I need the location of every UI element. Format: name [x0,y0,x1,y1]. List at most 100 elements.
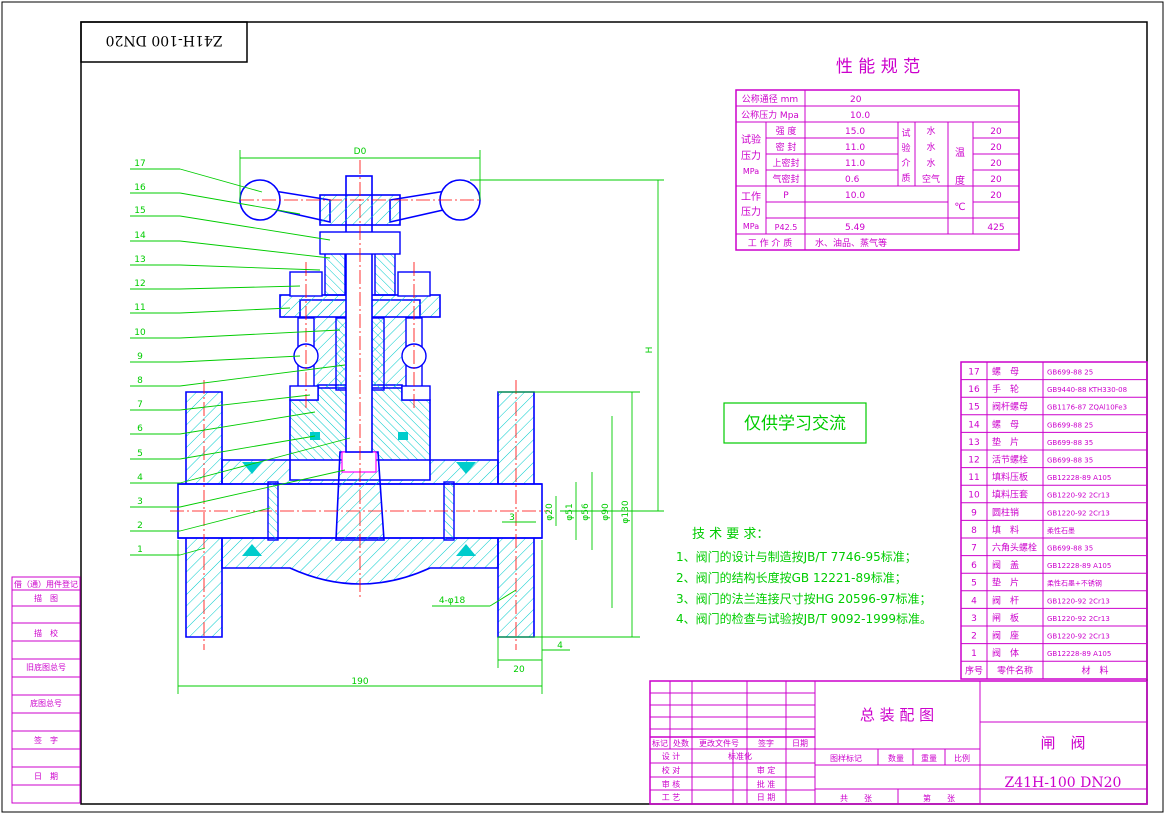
part-no: 6 [971,561,977,571]
leader-line [179,435,316,460]
drawing-title: 总 装 配 图 [860,706,934,724]
role-3-a: 工 艺 [662,793,681,802]
performance-table [735,89,1020,251]
part-name: 填料压板 [992,471,1028,483]
work-p-label: P [783,191,789,201]
part-name: 阀 杆 [992,594,1019,606]
rev-header-0: 标记 [652,738,668,748]
leader-line [179,168,263,193]
corner-model-text: Z41H-100 DN20 [106,32,223,48]
role-2-a: 审 核 [662,779,681,789]
leader-line [179,469,346,508]
tech-title: 技 术 要 求： [692,527,769,542]
part-no: 16 [968,385,980,395]
side-label-5: 签 字 [34,735,58,745]
test-row-1-value: 11.0 [845,143,865,153]
leader-number: 8 [137,376,143,386]
tech-item-0: 1、阀门的设计与制造按JB/T 7746-95标准； [676,549,917,564]
part-material: GB699-88 35 [1047,545,1093,553]
test-row-1-name: 密 封 [776,141,797,153]
dim-d51: φ51 [565,503,575,520]
test-row-1-temp: 20 [990,143,1002,153]
rev-header-1: 处数 [673,738,689,748]
test-row-2-value: 11.0 [845,159,865,169]
title-block [649,680,1148,805]
center-lines [170,160,550,650]
part-name: 手 轮 [992,383,1019,395]
dim-d20: φ20 [545,503,555,521]
tech-item-1: 2、阀门的结构长度按GB 12221-89标准； [676,570,907,585]
leader-number: 2 [137,521,143,531]
part-name: 填料压套 [992,489,1028,501]
parts-header-material: 材 料 [1081,665,1108,677]
dim-h: H [645,347,655,354]
nominal-pressure: 10.0 [850,111,870,121]
sheet-no: 第 张 [923,793,955,803]
side-label-2: 描 校 [34,628,58,638]
leader-line [179,285,301,290]
sheet-total: 共 张 [840,794,872,803]
part-name: 螺 母 [992,367,1019,378]
test-row-3-medium: 空气 [922,173,940,185]
test-pressure-label-0: 试验 [741,133,761,146]
part-no: 3 [971,614,977,624]
test-row-3-name: 气密封 [772,173,799,185]
rev-header-4: 日期 [792,739,808,748]
test-row-0-value: 15.0 [845,127,865,137]
leader-line [179,192,301,215]
test-row-1-medium: 水 [926,141,935,153]
leader-line [179,411,316,435]
leader-number: 6 [137,424,143,434]
tech-requirements: 技 术 要 求： 1、阀门的设计与制造按JB/T 7746-95标准； 2、阀门… [676,527,932,626]
part-name: 阀 体 [992,647,1019,659]
performance-title: 性 能 规 范 [836,57,920,77]
part-material: GB12228-89 A105 [1047,474,1111,482]
leader-line [179,394,311,411]
leader-number: 12 [134,279,145,289]
part-no: 5 [971,579,977,589]
test-row-0-medium: 水 [926,125,935,137]
watermark-text: 仅供学习交流 [744,414,846,434]
temp-label-1: 度 [955,174,965,187]
watermark: 仅供学习交流 [723,402,867,444]
dimensions [177,150,664,694]
role-3-b: 日 期 [757,793,776,802]
work-p-temp: 20 [990,191,1002,201]
dim-d56: φ56 [581,503,591,521]
part-no: 10 [968,491,980,501]
test-pressure-label-1: 压力 [741,149,761,162]
part-name: 填 料 [992,524,1019,536]
leader-number: 9 [137,352,143,362]
stem-head [341,451,377,473]
role-2-b: 批 准 [757,779,776,789]
dim-len4: 4 [557,641,563,651]
test-row-2-medium: 水 [926,157,935,169]
side-label-4: 底图总号 [30,698,62,708]
dim-len20: 20 [513,665,525,675]
role-1-a: 校 对 [662,765,681,775]
qty-label: 数量 [888,753,904,763]
test-pressure-label-2: MPa [743,167,759,176]
part-name: 垫 片 [992,577,1019,589]
part-material: GB1220-92 2Cr13 [1047,492,1110,500]
part-material: GB1176-87 ZQAl10Fe3 [1047,404,1127,412]
part-material: GB699-88 35 [1047,457,1093,465]
nominal-diameter: 20 [850,95,862,105]
leader-number: 16 [134,183,146,193]
nominal-diameter-label: 公称通径 mm [742,93,798,105]
leader-line [179,437,351,484]
part-material: GB9440-88 KTH330-08 [1047,386,1127,394]
part-no: 15 [968,403,979,413]
part-name: 垫 片 [992,436,1019,448]
role-0-a: 设 计 [662,751,681,761]
part-name: 圆柱销 [992,506,1019,518]
work-p425-temp: 425 [987,223,1004,233]
part-material: GB12228-89 A105 [1047,562,1111,570]
work-p425-value: 5.49 [845,223,865,233]
valve-section [170,160,550,650]
leader-number: 1 [137,545,143,555]
side-label-1: 描 图 [34,593,58,603]
part-material: GB12228-89 A105 [1047,650,1111,658]
test-medium-label-0: 试 [901,127,910,139]
